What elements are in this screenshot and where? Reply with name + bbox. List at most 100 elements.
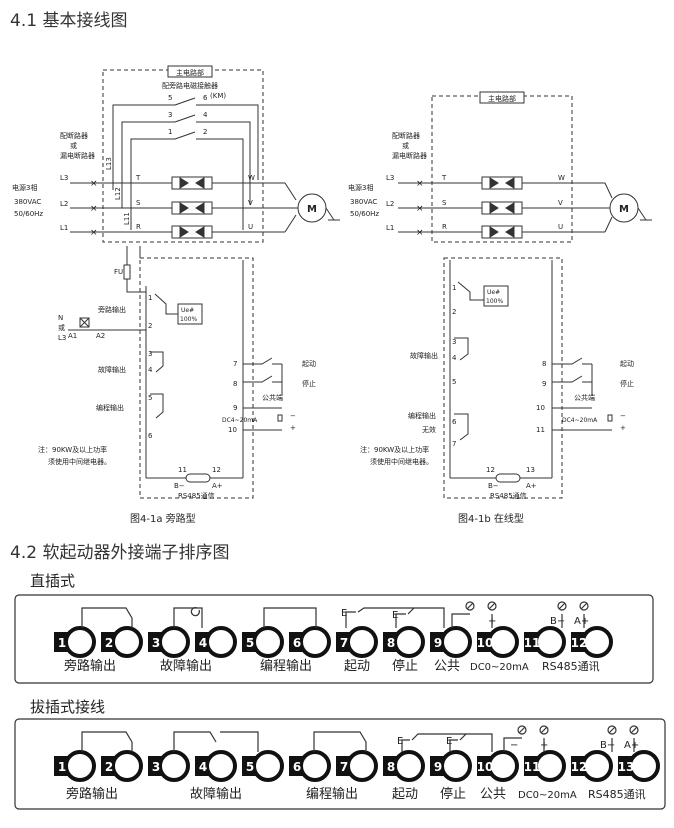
svg-text:配断路器: 配断路器 xyxy=(60,131,88,140)
svg-text:8: 8 xyxy=(542,360,546,368)
terminal-ring xyxy=(64,626,96,658)
svg-text:1: 1 xyxy=(148,294,152,302)
terminal-number: 1 xyxy=(58,636,66,650)
svg-text:停止: 停止 xyxy=(620,379,634,388)
section-title-terminals: 4.2 软起动器外接端子排序图 xyxy=(10,543,230,563)
svg-text:L2: L2 xyxy=(60,200,68,208)
terminal-ring xyxy=(393,626,425,658)
svg-text:FU: FU xyxy=(114,268,123,276)
svg-text:注：90KW及以上功率: 注：90KW及以上功率 xyxy=(360,445,429,454)
label-fault: 故障输出 xyxy=(160,658,212,674)
main-circuit-box xyxy=(431,95,573,243)
terminal-5: 5 xyxy=(242,626,284,658)
terminal-number: 6 xyxy=(293,636,301,650)
label-dc: DC0~20mA xyxy=(518,790,577,801)
svg-text:6: 6 xyxy=(148,432,153,440)
terminal-number: 8 xyxy=(387,760,395,774)
svg-text:Ue#: Ue# xyxy=(487,289,500,296)
terminal-ring xyxy=(299,750,331,782)
terminal-ring xyxy=(534,626,566,658)
svg-text:故障输出: 故障输出 xyxy=(410,351,438,360)
svg-text:须使用中间继电器。: 须使用中间继电器。 xyxy=(48,457,111,466)
terminal-ring xyxy=(487,626,519,658)
bypass-contactor-label: 配旁路电磁接触器 xyxy=(162,81,218,90)
label-stop: 停止 xyxy=(392,658,418,674)
svg-text:L12: L12 xyxy=(114,187,122,200)
svg-text:漏电断路器: 漏电断路器 xyxy=(60,151,95,160)
terminal-ring xyxy=(346,626,378,658)
control-box xyxy=(443,257,563,499)
terminal-ring xyxy=(346,750,378,782)
svg-text:+: + xyxy=(290,424,296,432)
label-common: 公共 xyxy=(434,659,460,674)
svg-text:11: 11 xyxy=(178,466,187,474)
strip-frame xyxy=(14,594,654,684)
svg-text:+: + xyxy=(620,424,626,432)
terminal-ring xyxy=(581,626,613,658)
wiring-diagram-bypass: 主电路部 配旁路电磁接触器 (KM) 5 6 3 4 1 2 L13 L12 L… xyxy=(12,65,340,525)
terminal-4: 4 xyxy=(195,626,237,658)
svg-text:T: T xyxy=(135,174,141,182)
svg-text:DC4~20mA: DC4~20mA xyxy=(562,417,598,424)
main-circuit-tag xyxy=(167,65,213,78)
svg-text:100%: 100% xyxy=(486,298,503,305)
svg-text:10: 10 xyxy=(228,426,237,434)
label-bypass: 旁路输出 xyxy=(66,786,118,802)
label-start: 起动 xyxy=(392,787,418,802)
svg-text:S: S xyxy=(442,199,447,207)
terminal-11: 11 xyxy=(524,750,566,782)
svg-text:+: + xyxy=(488,616,496,627)
contact-12 xyxy=(174,131,196,140)
svg-text:W: W xyxy=(558,174,565,182)
terminal-2: 2 xyxy=(101,750,143,782)
thyristor-R xyxy=(171,225,213,239)
terminal-7: 7 xyxy=(336,750,378,782)
svg-text:5: 5 xyxy=(168,94,172,102)
svg-text:×: × xyxy=(416,179,424,189)
svg-text:12: 12 xyxy=(212,466,221,474)
terminal-number: 2 xyxy=(105,636,113,650)
svg-text:50/60Hz: 50/60Hz xyxy=(350,210,379,218)
terminal-1: 1 xyxy=(54,750,96,782)
svg-text:−: − xyxy=(290,412,296,420)
label-common: 公共 xyxy=(480,787,506,802)
terminal-ring xyxy=(158,750,190,782)
terminal-number: 9 xyxy=(434,760,442,774)
svg-text:×: × xyxy=(416,228,424,238)
svg-text:配断路器: 配断路器 xyxy=(392,131,420,140)
svg-text:L3: L3 xyxy=(386,174,394,182)
svg-text:或: 或 xyxy=(70,141,77,150)
svg-text:E: E xyxy=(341,608,347,619)
svg-text:10: 10 xyxy=(536,404,545,412)
svg-text:W: W xyxy=(248,174,255,182)
svg-text:A+: A+ xyxy=(624,740,639,751)
terminal-ring xyxy=(111,750,143,782)
svg-text:编程输出: 编程输出 xyxy=(96,403,124,412)
svg-text:A1: A1 xyxy=(68,332,77,340)
terminal-number: 2 xyxy=(105,760,113,774)
svg-text:RS485通信: RS485通信 xyxy=(490,491,527,500)
terminal-7: 7 xyxy=(336,626,378,658)
label-rs485: RS485通讯 xyxy=(542,660,600,673)
svg-text:B−: B− xyxy=(550,616,565,627)
svg-text:9: 9 xyxy=(542,380,546,388)
svg-text:V: V xyxy=(558,199,563,207)
terminal-number: 9 xyxy=(434,636,442,650)
svg-text:公共端: 公共端 xyxy=(574,393,595,402)
terminal-number: 10 xyxy=(477,636,494,650)
terminal-3: 3 xyxy=(148,626,190,658)
terminal-8: 8 xyxy=(383,626,425,658)
terminal-ring xyxy=(205,626,237,658)
svg-text:12: 12 xyxy=(486,466,495,474)
svg-text:2: 2 xyxy=(452,308,456,316)
terminal-5: 5 xyxy=(242,750,284,782)
terminal-number: 7 xyxy=(340,760,348,774)
svg-text:(KM): (KM) xyxy=(210,92,226,100)
terminal-number: 13 xyxy=(618,760,635,774)
svg-text:×: × xyxy=(90,204,98,214)
svg-text:6: 6 xyxy=(203,94,208,102)
terminal-number: 5 xyxy=(246,636,254,650)
svg-text:A2: A2 xyxy=(96,332,105,340)
svg-text:B−: B− xyxy=(600,740,615,751)
svg-text:编程输出: 编程输出 xyxy=(408,411,436,420)
